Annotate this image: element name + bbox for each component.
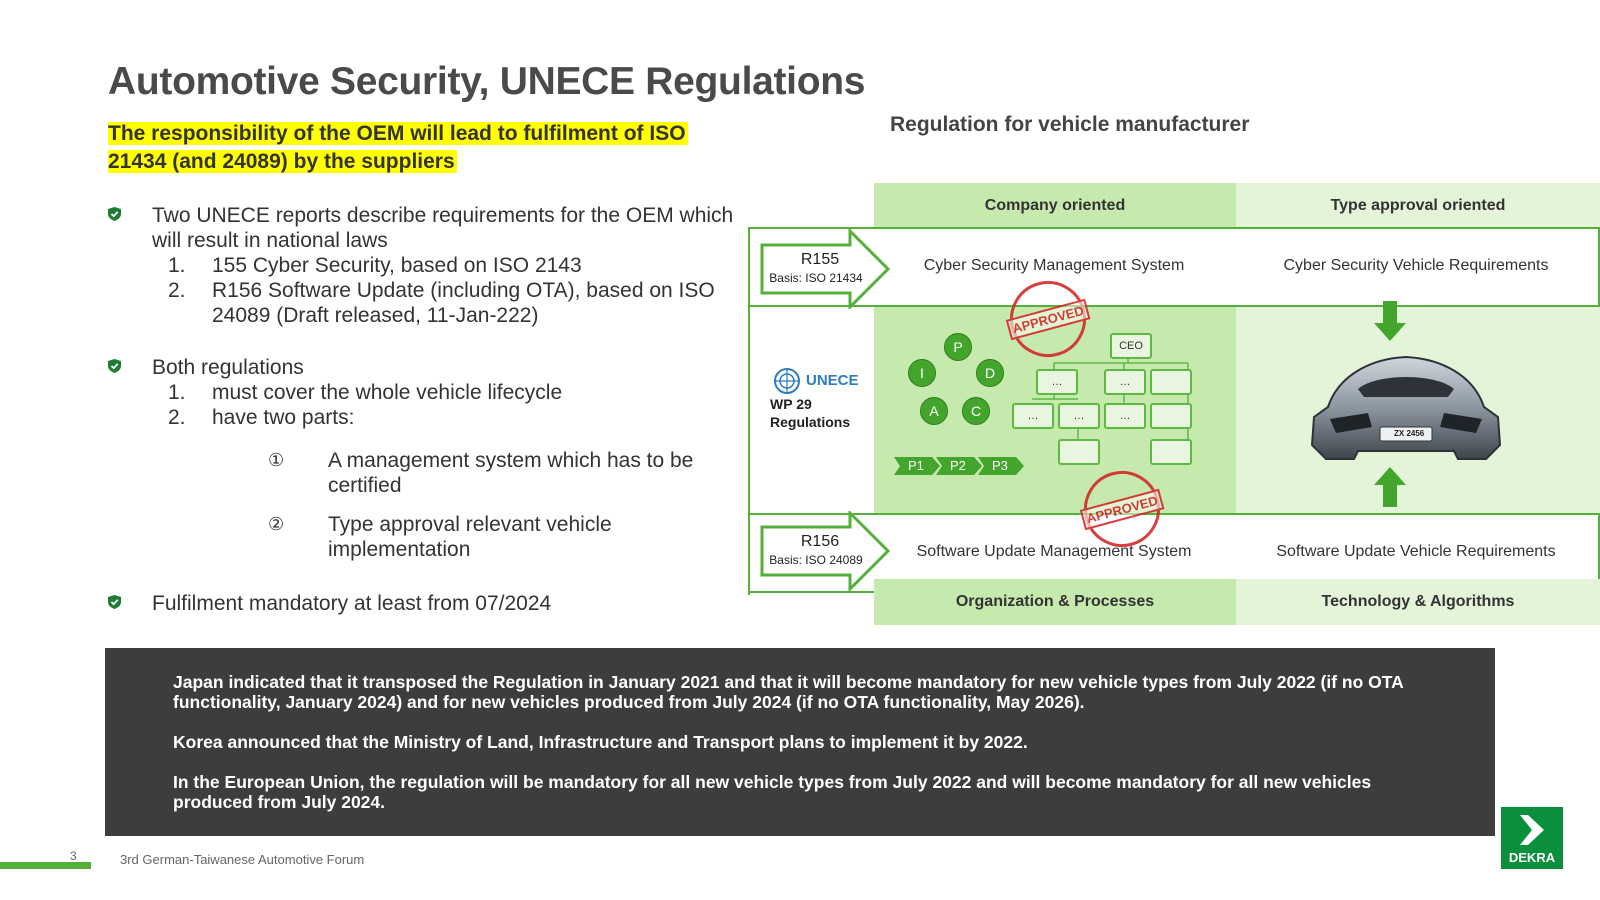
regulations-label: Regulations — [770, 414, 851, 430]
pdca-c: C — [962, 397, 990, 425]
note-korea: Korea announced that the Ministry of Lan… — [173, 732, 1028, 752]
notes-box: Japan indicated that it transposed the R… — [105, 648, 1495, 836]
r155-label: R155 — [800, 251, 840, 268]
list-item: 1.must cover the whole vehicle lifecycle — [168, 381, 563, 404]
r156-arrow: R156 Basis: ISO 24089 — [760, 511, 900, 591]
pdca-a: A — [920, 397, 948, 425]
down-arrow-icon — [1374, 301, 1406, 341]
r155-arrow: R155 Basis: ISO 21434 — [760, 229, 900, 309]
phase-p1: P1 — [908, 458, 924, 473]
highlight-statement: The responsibility of the OEM will lead … — [108, 122, 688, 173]
org-node: … — [1036, 369, 1078, 395]
bullet-text: Both regulations — [152, 356, 304, 379]
frame-left — [748, 227, 1600, 595]
shield-check-icon — [108, 359, 121, 373]
org-node — [1150, 369, 1192, 395]
slide-title: Automotive Security, UNECE Regulations — [108, 60, 866, 103]
csms-label: Cyber Security Management System — [923, 257, 1185, 274]
pdca-i: I — [908, 359, 936, 387]
page-number: 3 — [70, 849, 77, 863]
wp29-label: WP 29 — [770, 396, 812, 412]
r155-basis: Basis: ISO 21434 — [769, 271, 863, 285]
bullet-3: Fulfilment mandatory at least from 07/20… — [108, 591, 738, 616]
right-arrow-icon — [760, 511, 891, 591]
regulation-diagram: Company oriented Type approval oriented … — [748, 181, 1600, 641]
org-node — [1150, 403, 1192, 429]
org-node: … — [1058, 403, 1100, 429]
r156-basis: Basis: ISO 24089 — [769, 553, 863, 567]
phase-chevrons — [894, 457, 1024, 475]
header-type-approval-oriented: Type approval oriented — [1236, 183, 1600, 229]
org-node: … — [1104, 403, 1146, 429]
bullet-2: Both regulations 1.must cover the whole … — [108, 355, 738, 562]
pdca-d: D — [976, 359, 1004, 387]
car-image — [1310, 355, 1502, 460]
header-company-oriented: Company oriented — [874, 183, 1236, 229]
footer-accent-bar — [0, 862, 91, 869]
r156-label: R156 — [800, 533, 840, 550]
org-node: … — [1012, 403, 1054, 429]
phase-p2: P2 — [950, 458, 966, 473]
list-item: 2.have two parts: — [168, 406, 355, 429]
footer-organization-processes: Organization & Processes — [874, 579, 1236, 625]
csvr-label: Cyber Security Vehicle Requirements — [1283, 257, 1549, 274]
bullet-1: Two UNECE reports describe requirements … — [108, 203, 738, 328]
bullet-text: Fulfilment mandatory at least from 07/20… — [152, 592, 552, 615]
unece-name: UNECE — [806, 372, 859, 389]
suvr-label: Software Update Vehicle Requirements — [1276, 543, 1556, 560]
org-node — [1058, 439, 1100, 465]
list-item: 2.R156 Software Update (including OTA), … — [168, 279, 715, 327]
up-arrow-icon — [1374, 467, 1406, 507]
diagram-title: Regulation for vehicle manufacturer — [890, 113, 1250, 136]
shield-check-icon — [108, 595, 121, 609]
note-eu: In the European Union, the regulation wi… — [173, 772, 1372, 812]
org-node — [1150, 439, 1192, 465]
right-arrow-icon — [760, 229, 891, 309]
footer-technology-algorithms: Technology & Algorithms — [1236, 579, 1600, 625]
row-r155 — [748, 227, 1600, 307]
phase-p3: P3 — [992, 458, 1008, 473]
footer-text: 3rd German-Taiwanese Automotive Forum — [120, 852, 365, 867]
bullet-text: Two UNECE reports describe requirements … — [152, 204, 734, 252]
org-ceo: CEO — [1110, 333, 1152, 359]
license-plate: ZX 2456 — [1394, 429, 1425, 438]
list-item: 1.155 Cyber Security, based on ISO 2143 — [168, 254, 582, 277]
un-emblem-icon — [774, 368, 800, 394]
dekra-logo: DEKRA — [1501, 807, 1563, 869]
shield-check-icon — [108, 207, 121, 221]
pdca-p: P — [944, 333, 972, 361]
dekra-logo-icon — [1520, 815, 1544, 845]
sums-label: Software Update Management System — [916, 543, 1192, 560]
note-japan: Japan indicated that it transposed the R… — [173, 672, 1404, 712]
org-node: … — [1104, 369, 1146, 395]
